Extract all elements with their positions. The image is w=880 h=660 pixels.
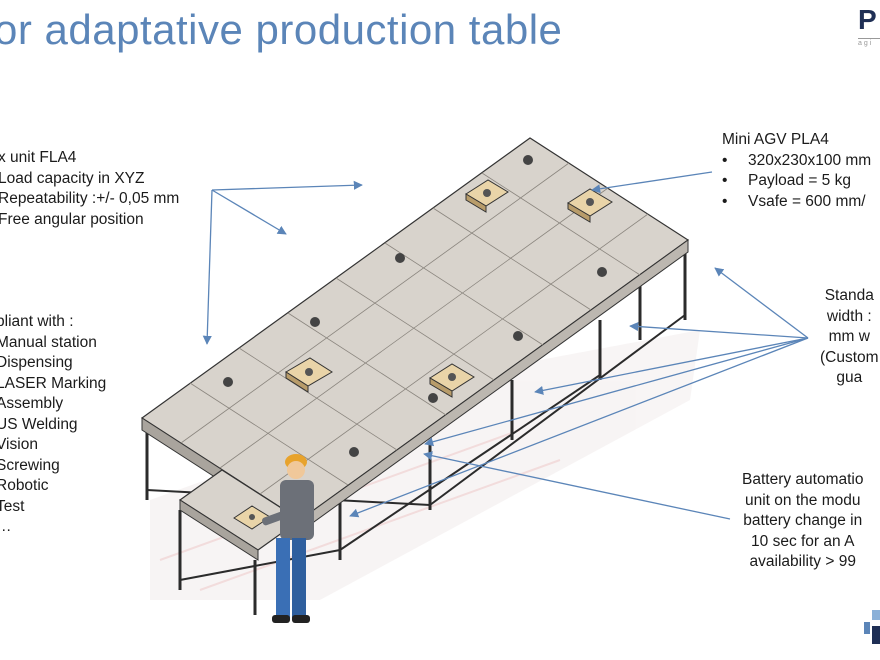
agv-carts xyxy=(233,179,613,530)
text-line: pliant with : xyxy=(0,313,74,330)
text-line: Battery automatio xyxy=(742,471,864,488)
text-line: Vision xyxy=(0,436,38,453)
agv-heading: Mini AGV PLA4 xyxy=(722,131,829,148)
text-line: x unit FLA4 xyxy=(0,149,77,166)
text-line: Repeatability :+/- 0,05 mm xyxy=(0,190,180,207)
text-line: … xyxy=(0,517,106,538)
slide-title: or adaptative production table xyxy=(0,6,563,53)
agv-spec: 320x230x100 mm xyxy=(748,151,872,169)
agv-cart xyxy=(285,357,333,393)
bullet-icon: • xyxy=(722,172,728,189)
corner-decoration xyxy=(864,610,880,644)
bullet-icon: • xyxy=(722,192,728,210)
text-line: mm w xyxy=(828,328,870,345)
left-top-features: x unit FLA4 Load capacity in XYZ Repeata… xyxy=(0,148,179,230)
text-line: (Custom xyxy=(820,348,879,366)
text-line: Free angular position xyxy=(0,210,144,228)
text-line: width : xyxy=(826,307,872,325)
text-line: LASER Marking xyxy=(0,374,107,392)
text-line: battery change in xyxy=(743,512,863,529)
agv-spec: Vsafe = 600 mm/ xyxy=(748,192,866,210)
agv-cart xyxy=(429,363,475,398)
text-line: availability > 99 xyxy=(749,553,856,570)
agv-cart xyxy=(567,188,613,223)
standard-width-block: Standa width : mm w (Custom gua xyxy=(820,286,879,389)
text-line: unit on the modu xyxy=(745,491,861,509)
text-line: Assembly xyxy=(0,395,64,412)
callout-arrows xyxy=(202,171,809,520)
left-compatible-list: pliant with : Manual station Dispensing … xyxy=(0,312,106,538)
text-line: US Welding xyxy=(0,415,78,433)
text-line: Load capacity in XYZ xyxy=(0,169,145,187)
agv-spec-block: Mini AGV PLA4 • 320x230x100 mm • Payload =… xyxy=(722,130,871,212)
logo-divider xyxy=(858,38,880,39)
text-line: 10 sec for an A xyxy=(751,532,855,550)
text-line: Screwing xyxy=(0,456,60,474)
text-line: Dispensing xyxy=(0,354,73,371)
battery-block: Battery automatio unit on the modu batte… xyxy=(742,470,863,573)
agv-cart xyxy=(465,179,509,213)
company-logo: P agi xyxy=(858,4,880,47)
text-line: Test xyxy=(0,497,25,515)
fixtures xyxy=(223,155,607,457)
bullet-icon: • xyxy=(722,151,728,169)
logo-subtext: agi xyxy=(858,40,874,47)
text-line: gua xyxy=(836,369,863,386)
text-line: Robotic xyxy=(0,477,49,494)
agv-spec: Payload = 5 kg xyxy=(748,172,851,189)
worker-figure xyxy=(262,454,314,623)
logo-letter: P xyxy=(858,4,877,35)
table-top xyxy=(140,137,690,561)
text-line: Standa xyxy=(824,287,874,304)
text-line: Manual station xyxy=(0,333,97,351)
